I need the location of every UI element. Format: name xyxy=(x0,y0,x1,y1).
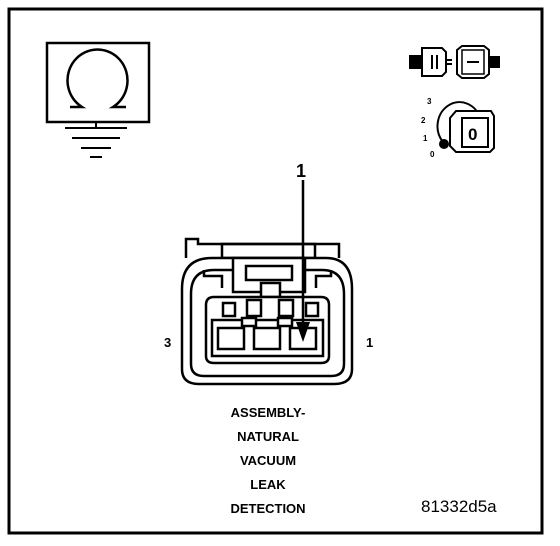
connector-face xyxy=(180,237,354,386)
figure-id: 81332d5a xyxy=(421,497,497,516)
caption-line-3: VACUUM xyxy=(240,453,296,468)
caption-line-1: ASSEMBLY- xyxy=(231,405,306,420)
key-position-0: 0 xyxy=(430,150,435,159)
key-face-label: 0 xyxy=(468,125,477,144)
disconnected-connector-icon xyxy=(409,45,500,79)
right-pin-label: 1 xyxy=(366,335,373,350)
key-position-3: 3 xyxy=(427,97,432,106)
pin-callout-label: 1 xyxy=(296,161,306,181)
pin-1-callout-arrow xyxy=(296,180,310,342)
ohmmeter-ground-icon xyxy=(45,41,151,158)
key-position-1: 1 xyxy=(423,134,428,143)
caption-line-4: LEAK xyxy=(250,477,286,492)
caption-line-2: NATURAL xyxy=(237,429,299,444)
ignition-key-icon xyxy=(436,101,495,153)
key-position-2: 2 xyxy=(421,116,426,125)
caption-line-5: DETECTION xyxy=(230,501,305,516)
left-pin-label: 3 xyxy=(164,335,171,350)
